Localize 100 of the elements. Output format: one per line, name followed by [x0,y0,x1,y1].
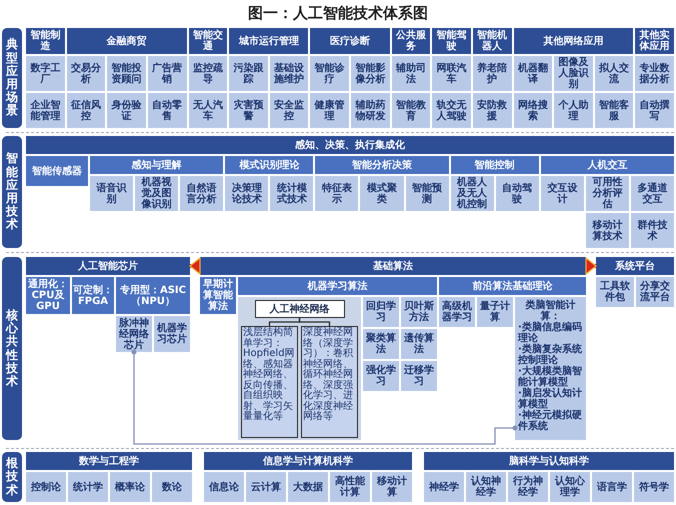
topic-label: 数论 [162,482,182,492]
subcategory-title: 智能分析决策 [352,160,412,170]
topic-label: 企业智能管理 [29,100,62,122]
diagram-title: 图一：人工智能技术体系图 [248,3,428,23]
topic-label: 机器学习芯片 [156,323,188,345]
topic-label: 符号学 [639,482,669,492]
topic-tile [594,93,634,128]
topic-label: 智能传感器 [32,166,82,176]
category-title: 城市运行管理 [238,36,299,46]
subcategory-title: 前沿算法基础理论 [472,280,552,292]
category-title: 智能交通 [192,30,224,52]
topic-tile [351,93,390,128]
topic-tile [592,472,632,502]
topic-tile [515,297,586,440]
topic-label: 特征表示 [320,182,353,204]
list-item: ·大规模类脑智能计算模型 [518,366,583,388]
topic-label: 语言学 [597,482,627,492]
topic-tile [540,176,584,211]
arrow [585,257,597,275]
subcategory-header-bar [315,156,449,174]
topic-label: 移动计算 [376,476,408,498]
topic-tile [26,472,66,502]
network-box [254,300,344,318]
category-header-bar [514,28,634,54]
topic-label: 网联汽车 [436,62,468,84]
topic-label: 网络搜索 [516,100,549,122]
topic-label: 个人助理 [557,100,590,122]
topic-label: 大数据 [293,482,323,492]
category-header-bar [26,452,192,470]
topic-label: 养老陪护 [476,62,508,84]
category-header-bar [200,257,586,275]
topic-tile [26,56,65,91]
category-title: 其他网络应用 [543,36,604,46]
topic-label: 聚类算法 [365,333,397,355]
topic-tile [107,56,146,91]
category-header-bar [424,452,674,470]
section-tab [2,257,22,440]
category-title: 人工智能芯片 [78,260,138,272]
topic-label: 轨交无人驾驶 [435,100,468,122]
category-title: 其他实体应用 [638,30,671,52]
category-title: 基础算法 [373,260,413,272]
subcategory-title: 机器学习算法 [308,280,368,292]
topic-tile [472,56,512,91]
topic-label: 分享交流平台 [638,281,671,303]
topic-tile [351,56,390,91]
topic-tile [392,56,430,91]
topic-tile [594,56,634,91]
topic-label: 信息论 [209,482,239,492]
category-header-bar [66,28,186,54]
category-title: 信息学与计算机科学 [263,456,353,466]
list-item: ·神经元模拟硬件系统 [518,410,583,432]
topic-tile [424,472,464,502]
list-heading: 类脑智能计算： [526,300,576,322]
topic-label: 污染跟踪 [232,62,264,84]
topic-tile [586,213,629,248]
topic-tile [148,93,186,128]
topic-tile [315,176,358,211]
note-text: 深度神经网络（深度学习）：卷积神经网络、循环神经网络、深度强化学习、进化深度神经网络等 [303,328,354,422]
topic-label: 专用型：ASIC（NPU） [118,284,187,306]
subcategory-title: 智能控制 [474,160,515,170]
topic-label: 图像及人脸识别 [557,57,590,90]
topic-label: 监控疏导 [192,62,224,84]
category-title: 感知、决策、执行集成化 [295,140,405,150]
topic-tile [270,93,308,128]
topic-tile [514,93,552,128]
category-title: 数学与工程学 [79,456,139,466]
topic-label: 语音识别 [95,182,128,204]
topic-label: 认知神经学 [470,476,502,498]
topic-label: 可定制：FPGA [73,284,113,306]
topic-label: 无人汽车 [192,100,224,122]
category-title: 智能机器人 [476,30,508,52]
topic-label: 遗传算法 [403,333,435,355]
topic-tile [310,93,349,128]
topic-label: 移动计算技术 [591,220,624,242]
topic-label: 概率论 [115,482,145,492]
topic-label: 控制论 [31,482,61,492]
subcategory-header-bar [238,277,437,295]
category-title: 公共服务 [394,30,427,52]
topic-label: 统计学 [73,482,103,492]
topic-tile [450,176,494,211]
topic-label: 自动驾驶 [501,182,534,204]
topic-tile [634,472,674,502]
topic-tile [72,277,114,314]
topic-label: 回归学习 [365,301,397,323]
topic-tile [204,472,244,502]
section-label: 典型应用场景 [6,38,18,118]
category-header-bar [204,452,412,470]
subcategory-header-bar [540,156,674,174]
topic-tile [288,472,328,502]
topic-tile [472,93,512,128]
topic-label: 专业数据分析 [638,62,671,84]
topic-tile [188,93,228,128]
connector-line [298,318,330,326]
note-text: 浅层结构简单学习：Hopfield网络、感知器神经网络、反向传播、自组织映射、学习矢量量化等 [243,328,296,422]
subcategory-title: 模式识别理论 [239,160,300,170]
section-tab [2,28,22,128]
list-item: ·类脑信息编码理论 [518,322,583,344]
topic-label: 认知心理学 [554,476,586,498]
topic-label: 健康管理 [313,100,346,122]
topic-tile [90,176,134,211]
